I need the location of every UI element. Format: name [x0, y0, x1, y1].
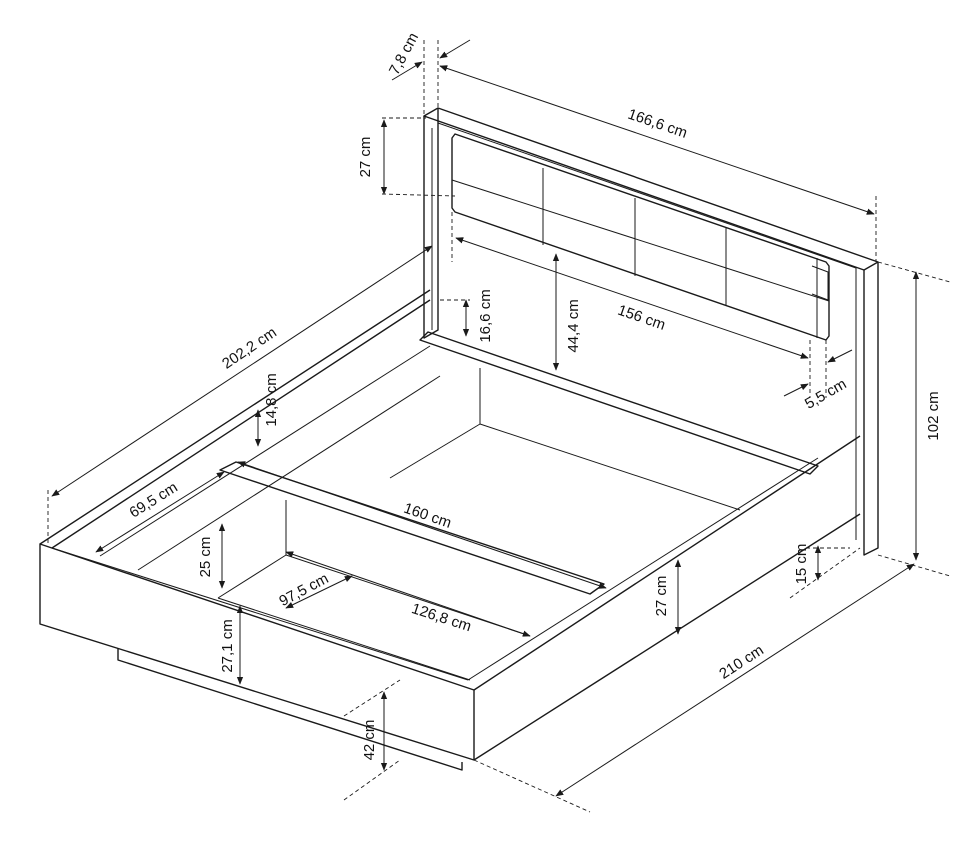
label-frame-side: 27 cm: [653, 576, 670, 617]
label-headboard-width: 166,6 cm: [626, 106, 690, 142]
dimension-lines: [47, 39, 951, 813]
label-frame-front: 27,1 cm: [219, 619, 236, 672]
label-headboard-total: 44,4 cm: [565, 299, 582, 352]
label-shelf-height: 16,6 cm: [477, 289, 494, 342]
label-cushion-width: 156 cm: [615, 302, 667, 334]
label-headboard-top-panel: 27 cm: [357, 137, 374, 178]
bed-frame: [39, 289, 861, 771]
label-overall-length: 210 cm: [716, 642, 767, 683]
label-headboard-thickness: 7,8 cm: [386, 30, 422, 78]
label-clearance: 42 cm: [361, 720, 378, 761]
label-inner-depth: 25 cm: [197, 537, 214, 578]
label-slat-spacing: 69,5 cm: [126, 479, 180, 522]
label-foot-offset: 15 cm: [793, 544, 810, 585]
label-overall-height: 102 cm: [925, 391, 942, 440]
label-overall-length-diag: 202,2 cm: [219, 324, 280, 373]
label-rail-height: 14,8 cm: [263, 373, 280, 426]
label-side-gap: 5,5 cm: [802, 375, 849, 412]
